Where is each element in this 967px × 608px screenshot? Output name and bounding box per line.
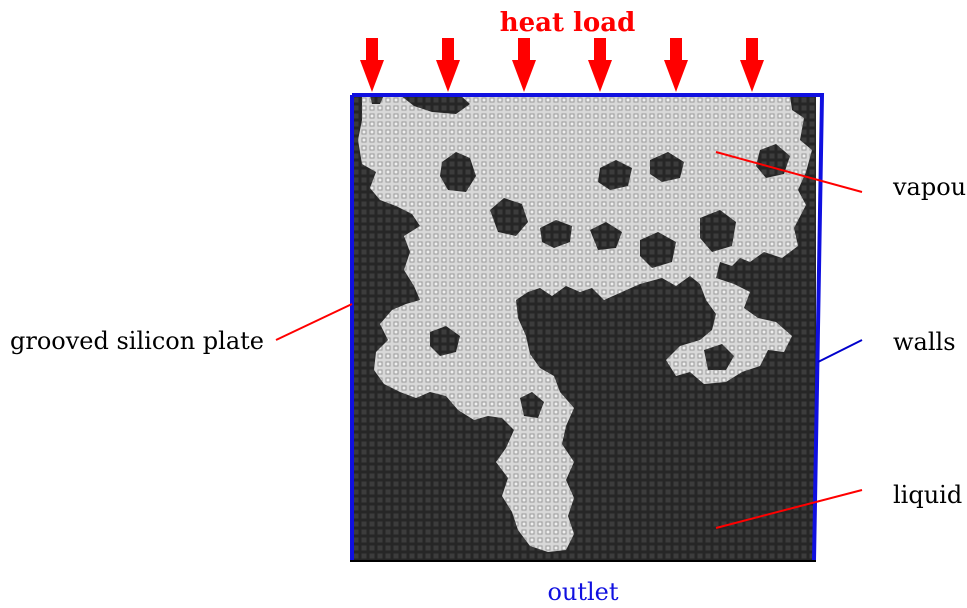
leader-plate	[275, 303, 353, 341]
heat-load-arrows	[360, 38, 764, 92]
wall-border	[350, 93, 825, 562]
leader-vapour	[715, 151, 863, 193]
heat-load-title: heat load	[499, 8, 636, 38]
vapour-region	[358, 95, 812, 552]
vapour-label: vapour	[893, 173, 967, 201]
heat-arrow-icon	[740, 38, 764, 92]
heat-arrow-icon	[360, 38, 384, 92]
liquid-pockets	[370, 95, 790, 418]
leader-liquid	[715, 489, 863, 529]
heat-arrow-icon	[664, 38, 688, 92]
plate-label: grooved silicon plate	[10, 327, 265, 355]
heat-arrow-icon	[588, 38, 612, 92]
liquid-label: liquid	[893, 481, 963, 509]
heat-arrow-icon	[436, 38, 460, 92]
heat-arrow-icon	[512, 38, 536, 92]
leader-walls	[817, 339, 863, 363]
walls-label: walls	[893, 328, 956, 356]
outlet-label: outlet	[547, 578, 619, 606]
